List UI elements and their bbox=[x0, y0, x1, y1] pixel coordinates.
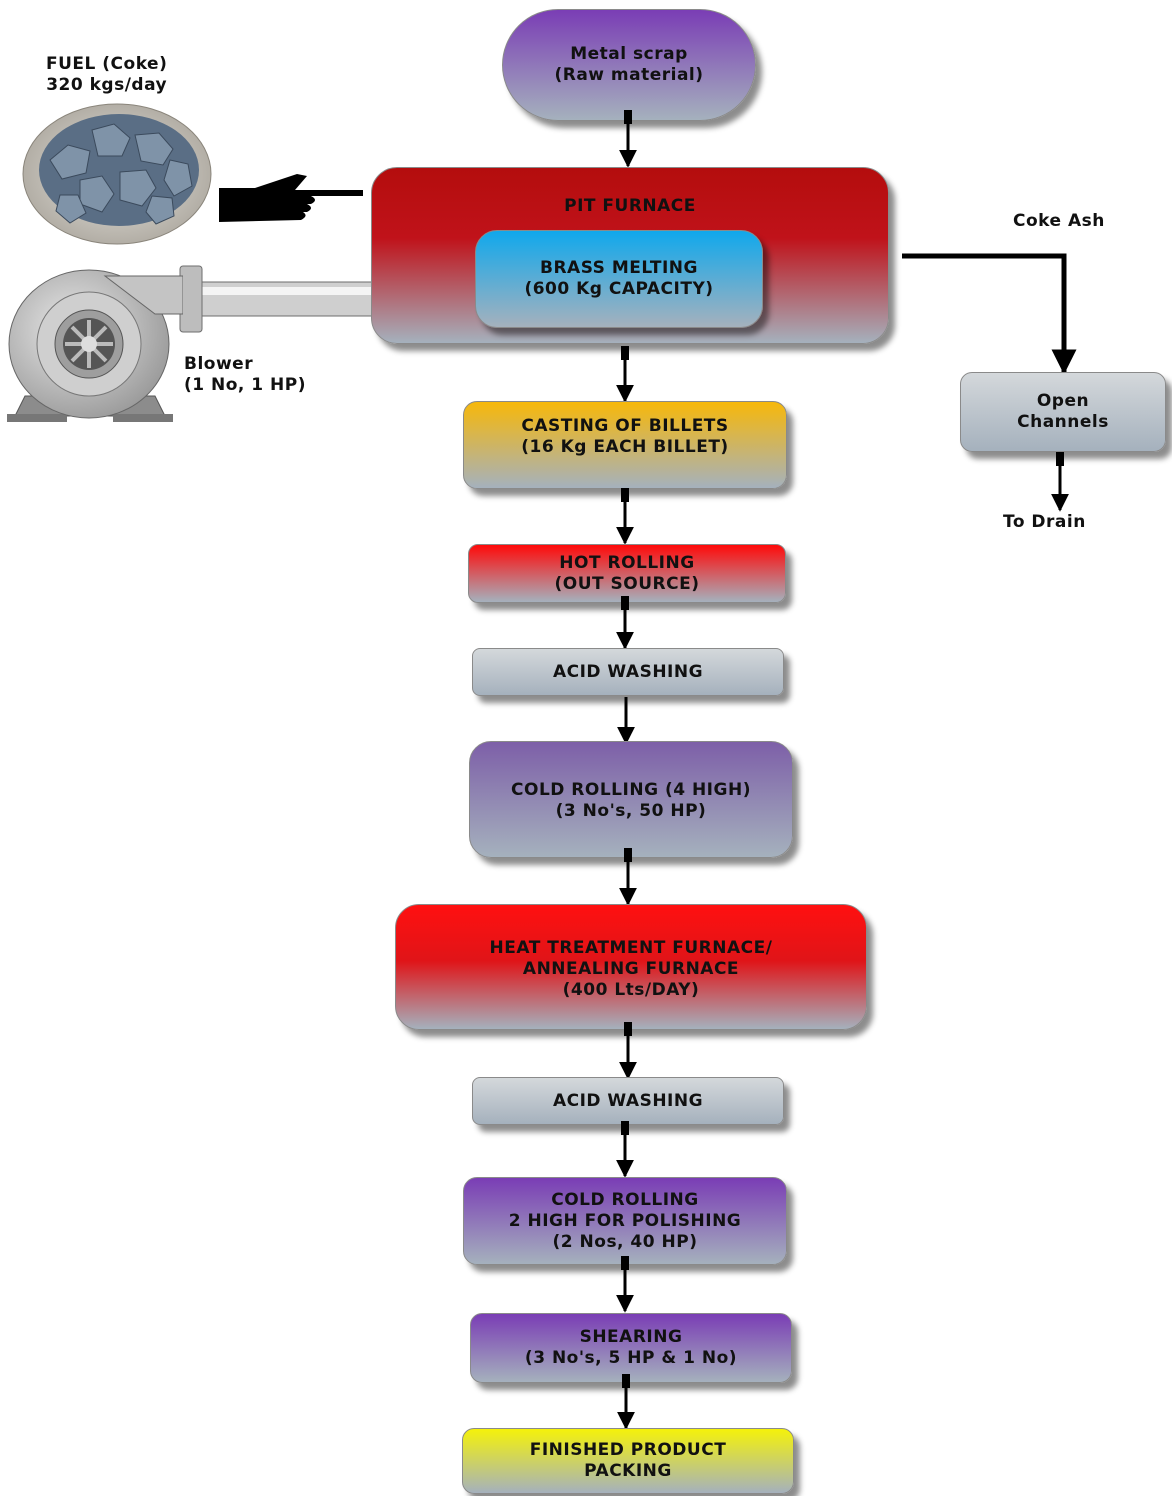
coke-ash-label: Coke Ash bbox=[1013, 211, 1105, 231]
arrow-pit-to-channels bbox=[902, 253, 1077, 375]
blower-pipe bbox=[179, 265, 373, 333]
acid-washing-2-node: ACID WASHING bbox=[472, 1077, 784, 1125]
metal-scrap-node: Metal scrap (Raw material) bbox=[502, 9, 756, 121]
shearing-node: SHEARING (3 No's, 5 HP & 1 No) bbox=[470, 1313, 792, 1383]
to-drain-label: To Drain bbox=[1003, 512, 1086, 532]
coke-basket-icon bbox=[22, 103, 212, 245]
cold-rolling-2high-node: COLD ROLLING 2 HIGH FOR POLISHING (2 Nos… bbox=[463, 1177, 787, 1265]
open-channels-node: Open Channels bbox=[960, 372, 1166, 452]
casting-node: CASTING OF BILLETS (16 Kg EACH BILLET) bbox=[463, 401, 787, 489]
cold-rolling-4high-node: COLD ROLLING (4 HIGH) (3 No's, 50 HP) bbox=[469, 741, 793, 858]
finished-product-node: FINISHED PRODUCT PACKING bbox=[462, 1428, 794, 1494]
heat-treatment-node: HEAT TREATMENT FURNACE/ ANNEALING FURNAC… bbox=[395, 904, 867, 1030]
brass-melting-node: BRASS MELTING (600 Kg CAPACITY) bbox=[475, 230, 763, 328]
pit-furnace-title: PIT FURNACE bbox=[564, 196, 696, 216]
blower-label: Blower (1 No, 1 HP) bbox=[184, 354, 307, 395]
hot-rolling-node: HOT ROLLING (OUT SOURCE) bbox=[468, 544, 786, 603]
pointing-hand-icon bbox=[219, 174, 363, 222]
fuel-label: FUEL (Coke) 320 kgs/day bbox=[46, 54, 168, 95]
acid-washing-1-node: ACID WASHING bbox=[472, 648, 784, 696]
blower-fan-icon bbox=[7, 269, 183, 422]
